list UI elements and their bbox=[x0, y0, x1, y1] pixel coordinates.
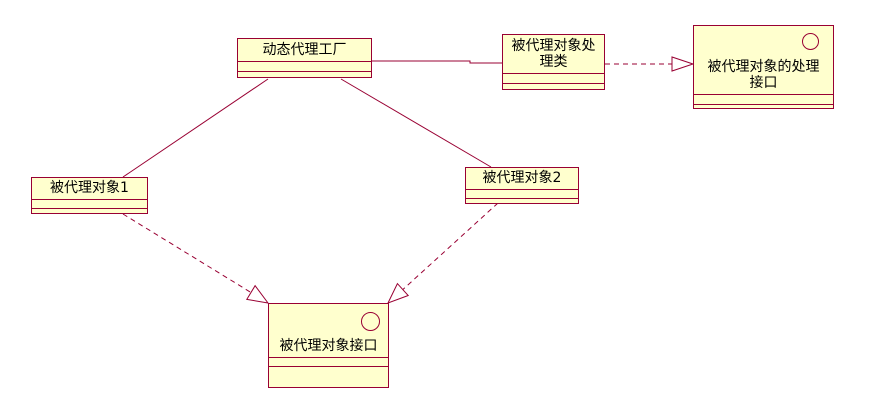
interface-circle-icon bbox=[802, 33, 819, 50]
interface-name-text: 被代理对象的处理接口 bbox=[707, 58, 820, 91]
operations-compartment bbox=[694, 105, 833, 108]
hollow-triangle-arrow-icon bbox=[387, 282, 410, 304]
interface-node-proxied-interface[interactable]: 被代理对象接口 bbox=[268, 303, 389, 388]
hollow-triangle-arrow-icon bbox=[245, 284, 270, 304]
interface-node-handler-interface[interactable]: 被代理对象的处理接口 bbox=[693, 25, 834, 109]
interface-name-text: 被代理对象接口 bbox=[279, 337, 378, 354]
interface-circle-icon bbox=[361, 312, 380, 331]
class-name-label: 动态代理工厂 bbox=[238, 39, 371, 62]
hollow-triangle-arrow-icon bbox=[671, 56, 695, 72]
attributes-compartment bbox=[503, 74, 604, 84]
operations-compartment bbox=[269, 367, 388, 387]
edge-factory-proxied2[interactable] bbox=[340, 78, 492, 168]
edge-proxied2-proxied-interface[interactable] bbox=[402, 202, 499, 290]
attributes-compartment bbox=[466, 190, 578, 199]
attributes-compartment bbox=[694, 95, 833, 105]
attributes-compartment bbox=[238, 62, 371, 72]
edge-proxied1-proxied-interface[interactable] bbox=[122, 213, 252, 293]
interface-name-label: 被代理对象接口 bbox=[269, 304, 388, 358]
attributes-compartment bbox=[269, 358, 388, 367]
class-node-handler[interactable]: 被代理对象处理类 bbox=[502, 34, 605, 90]
edge-factory-handler[interactable] bbox=[372, 60, 502, 64]
class-node-factory[interactable]: 动态代理工厂 bbox=[237, 38, 372, 78]
operations-compartment bbox=[466, 199, 578, 203]
class-name-text: 被代理对象处理类 bbox=[511, 37, 596, 70]
operations-compartment bbox=[32, 209, 147, 213]
class-node-proxied2[interactable]: 被代理对象2 bbox=[465, 167, 579, 204]
edge-factory-proxied1[interactable] bbox=[122, 78, 269, 178]
class-node-proxied1[interactable]: 被代理对象1 bbox=[31, 177, 148, 214]
class-name-label: 被代理对象2 bbox=[466, 168, 578, 190]
class-name-label: 被代理对象1 bbox=[32, 178, 147, 200]
attributes-compartment bbox=[32, 200, 147, 209]
interface-name-label: 被代理对象的处理接口 bbox=[694, 26, 833, 95]
class-name-label: 被代理对象处理类 bbox=[503, 35, 604, 74]
operations-compartment bbox=[503, 84, 604, 89]
operations-compartment bbox=[238, 72, 371, 77]
